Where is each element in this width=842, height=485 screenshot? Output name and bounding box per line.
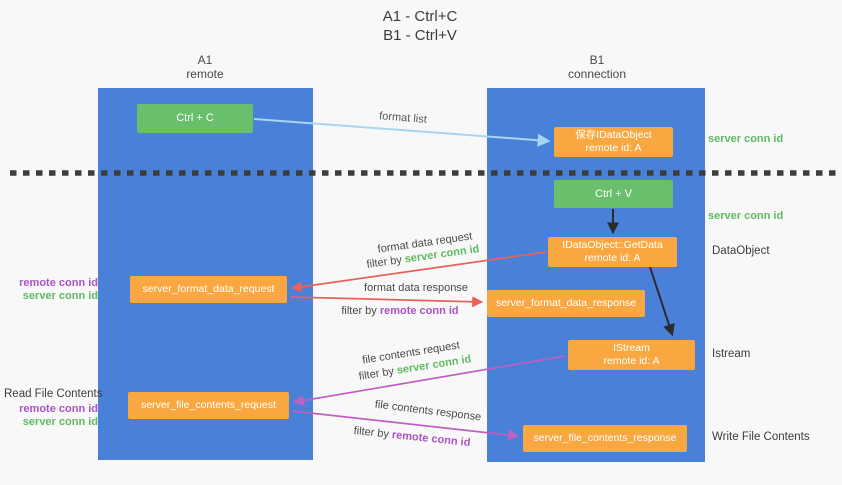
- file-response-label: server_file_contents_response: [533, 432, 677, 444]
- getdata-line2: remote id: A: [584, 252, 641, 264]
- lane-b1-name: B1: [589, 53, 605, 67]
- ctrl-v-label: Ctrl + V: [595, 187, 632, 200]
- server-conn-id-left-label-1: server conn id: [22, 290, 98, 302]
- filter-by-text: filter by: [365, 254, 403, 271]
- dataobject-label: DataObject: [712, 245, 770, 257]
- conn-id-pair-2: remote conn id server conn id: [6, 403, 98, 429]
- format-request-label: server_format_data_request: [142, 283, 275, 295]
- server-file-contents-request-box: server_file_contents_request: [128, 392, 289, 419]
- ctrl-c-label: Ctrl + C: [176, 112, 214, 124]
- remote-conn-id-left-label-1: remote conn id: [19, 277, 98, 289]
- save-idataobject-box: 保存IDataObject remote id: A: [554, 127, 673, 157]
- lane-header-a1: A1 remote: [155, 53, 255, 81]
- write-file-contents-label: Write File Contents: [712, 431, 810, 443]
- istream-side-label: Istream: [712, 348, 751, 360]
- title-line-2: B1 - Ctrl+V: [383, 27, 457, 44]
- remote-conn-id-text: remote conn id: [391, 428, 471, 450]
- format-data-response-label: format data response: [364, 282, 468, 294]
- lane-b1-subtitle: connection: [567, 67, 627, 81]
- server-conn-id-right-label-2: server conn id: [708, 210, 784, 222]
- file-request-label: server_file_contents_request: [141, 399, 276, 411]
- server-format-data-response-box: server_format_data_response: [487, 290, 645, 317]
- server-file-contents-response-box: server_file_contents_response: [523, 425, 687, 452]
- format-request-to-response-arrow: [289, 296, 484, 308]
- title-line-1: A1 - Ctrl+C: [382, 8, 458, 25]
- idataobject-getdata-box: IDataObject::GetData remote id: A: [548, 237, 677, 267]
- filter-by-text: filter by: [357, 365, 395, 383]
- lane-a1-name: A1: [197, 53, 213, 67]
- filter-by-text: filter by: [341, 305, 377, 317]
- format-response-label: server_format_data_response: [495, 297, 637, 309]
- conn-id-pair-1: remote conn id server conn id: [6, 277, 98, 303]
- istream-line2: remote id: A: [603, 355, 660, 367]
- filter-by-text: filter by: [353, 424, 390, 441]
- server-format-data-request-box: server_format_data_request: [130, 276, 287, 303]
- ctrl-c-box: Ctrl + C: [137, 104, 253, 133]
- save-idataobject-line1: 保存IDataObject: [575, 129, 652, 141]
- server-conn-id-left-label-2: server conn id: [22, 416, 98, 428]
- file-contents-response-label: file contents response: [374, 398, 482, 424]
- lane-header-b1: B1 connection: [547, 53, 647, 81]
- remote-conn-id-text: remote conn id: [379, 305, 459, 317]
- ctrl-v-box: Ctrl + V: [554, 180, 673, 208]
- lane-a1-subtitle: remote: [186, 67, 224, 81]
- diagram-title: A1 - Ctrl+C B1 - Ctrl+V: [330, 7, 510, 45]
- save-idataobject-line2: remote id: A: [585, 142, 642, 154]
- istream-line1: IStream: [613, 342, 650, 354]
- getdata-line1: IDataObject::GetData: [562, 239, 663, 251]
- remote-conn-id-left-label-2: remote conn id: [19, 403, 98, 415]
- server-conn-id-right-label-1: server conn id: [708, 133, 784, 145]
- istream-box: IStream remote id: A: [568, 340, 695, 370]
- read-file-contents-label: Read File Contents: [4, 388, 103, 400]
- format-list-label: format list: [378, 110, 428, 126]
